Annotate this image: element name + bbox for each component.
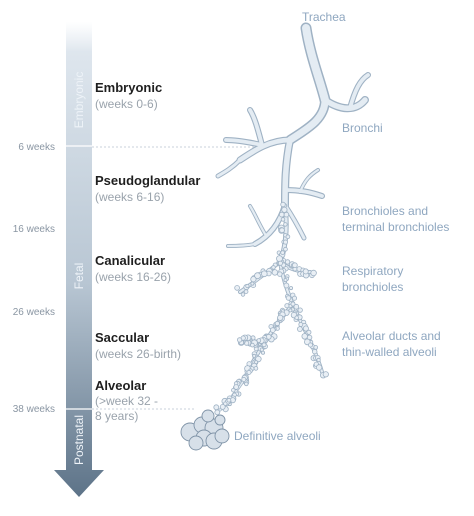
alveolus-bubble [277,314,284,321]
alveolus-bubble [284,303,290,309]
alveolus-bubble [261,342,267,348]
alveoli-clusters [213,201,329,416]
alveolus-bubble [322,371,329,378]
alveolus-bubble [279,227,285,234]
definitive-alveoli-cluster [180,409,230,451]
stage-range-pseudoglandular: (weeks 6-16) [95,190,164,204]
alveolus-bubble [254,272,261,280]
alveolus-bubble [213,404,220,411]
stage-title-embryonic: Embryonic [95,80,162,95]
alveolus-bubble [253,366,259,371]
label-respiratory-1: Respiratory [342,264,403,278]
alveolus-bubble [277,271,283,277]
stage-range-alveolar-1: (>week 32 - [95,394,158,408]
alveolus-bubble [285,295,292,301]
week-label-38: 38 weeks [13,404,55,415]
alveolus-bubble [219,403,226,410]
label-bronchioles-1: Bronchioles and [342,204,428,218]
alveolus-bubble [316,357,321,363]
alveolus-bubble [280,250,285,255]
label-ducts-1: Alveolar ducts and [342,329,441,343]
alveolus-bubble [231,388,236,393]
alveolus-bubble [283,282,290,289]
alveolus-bubble [226,397,232,403]
alveolus-bubble [280,201,286,208]
alveolus-bubble [250,276,257,283]
alveolus-bubble [306,329,312,335]
week-label-26: 26 weeks [13,307,55,318]
alveolus-bubble [312,348,318,355]
alveolus-bubble [297,307,303,313]
stage-range-embryonic: (weeks 0-6) [95,97,158,111]
alveolus-bubble [283,222,288,227]
stage-title-alveolar: Alveolar [95,378,146,393]
stage-range-canalicular: (weeks 16-26) [95,270,171,284]
alveolus-bubble [240,292,246,297]
stage-title-canalicular: Canalicular [95,253,165,268]
alveolus-bubble [269,327,276,333]
alveolus-bubble [294,315,299,320]
alveolus-bubble [288,286,293,291]
alveolus-bubble [234,285,240,291]
alveolus-bubble [241,376,247,382]
alveolus-bubble [260,350,265,355]
alveolus-bubble [260,270,268,278]
stage-title-pseudoglandular: Pseudoglandular [95,173,200,188]
alveolus-bubble [302,268,309,275]
alveolus-bubble [283,246,288,252]
alveolus-bubble [244,381,249,387]
alveolus-bubble [278,211,285,218]
alveolus-bubble [214,409,221,416]
alveolus-bubble [282,239,288,245]
alveolus-bubble [280,217,286,222]
alveolus-bubble [252,353,257,358]
label-respiratory-2: bronchioles [342,280,403,294]
label-definitive-alveoli: Definitive alveoli [234,429,321,443]
alveolus-bubble [250,281,255,286]
week-label-16: 16 weeks [13,224,55,235]
phase-label-embryonic: Embryonic [72,72,86,129]
alveolus-bubble [281,206,288,213]
phase-label-postnatal: Postnatal [72,415,86,465]
alveolus-bubble [292,262,298,269]
alveolus-bubble [271,269,279,276]
alveolus-bubble [288,308,293,313]
alveolus-bubble [284,259,291,265]
alveolus-bubble [243,289,249,294]
alveolus-bubble [298,322,304,327]
alveolus-bubble [313,345,319,350]
stage-title-saccular: Saccular [95,330,149,345]
alveolus-bubble [274,320,280,327]
alveolus-bubble [310,269,317,277]
alveolus-bubble [291,295,297,301]
alveolus-bubble [307,342,313,348]
alveolus-bubble [276,255,283,263]
label-bronchioles-2: terminal bronchioles [342,220,449,234]
alveolus-bubble [283,278,288,283]
alveolus-bubble [293,303,300,310]
label-trachea: Trachea [302,10,346,24]
alveolus-bubble [246,369,252,375]
alveolus-bubble [255,355,262,363]
alveolus-bubble [290,301,296,307]
alveolus-bubble [277,260,283,266]
label-ducts-2: thin-walled alveoli [342,345,437,359]
timeline-arrow [54,22,104,497]
stage-range-saccular: (weeks 26-birth) [95,347,181,361]
alveolus-bubble [302,325,309,332]
alveolus-bubble [283,211,290,218]
stage-range-alveolar-2: 8 years) [95,409,138,423]
alveolus-bubble [301,333,308,340]
alveolus-bubble [315,364,323,371]
alveolus-bubble [271,265,276,270]
label-bronchi: Bronchi [342,121,383,135]
alveolus-bubble [296,326,303,333]
phase-label-fetal: Fetal [72,263,86,290]
week-label-6: 6 weeks [18,142,55,153]
alveolus-bubble [250,342,255,348]
alveolus-bubble [245,283,250,289]
alveolus-bubble [237,337,243,343]
alveolus-bubble [285,234,291,240]
